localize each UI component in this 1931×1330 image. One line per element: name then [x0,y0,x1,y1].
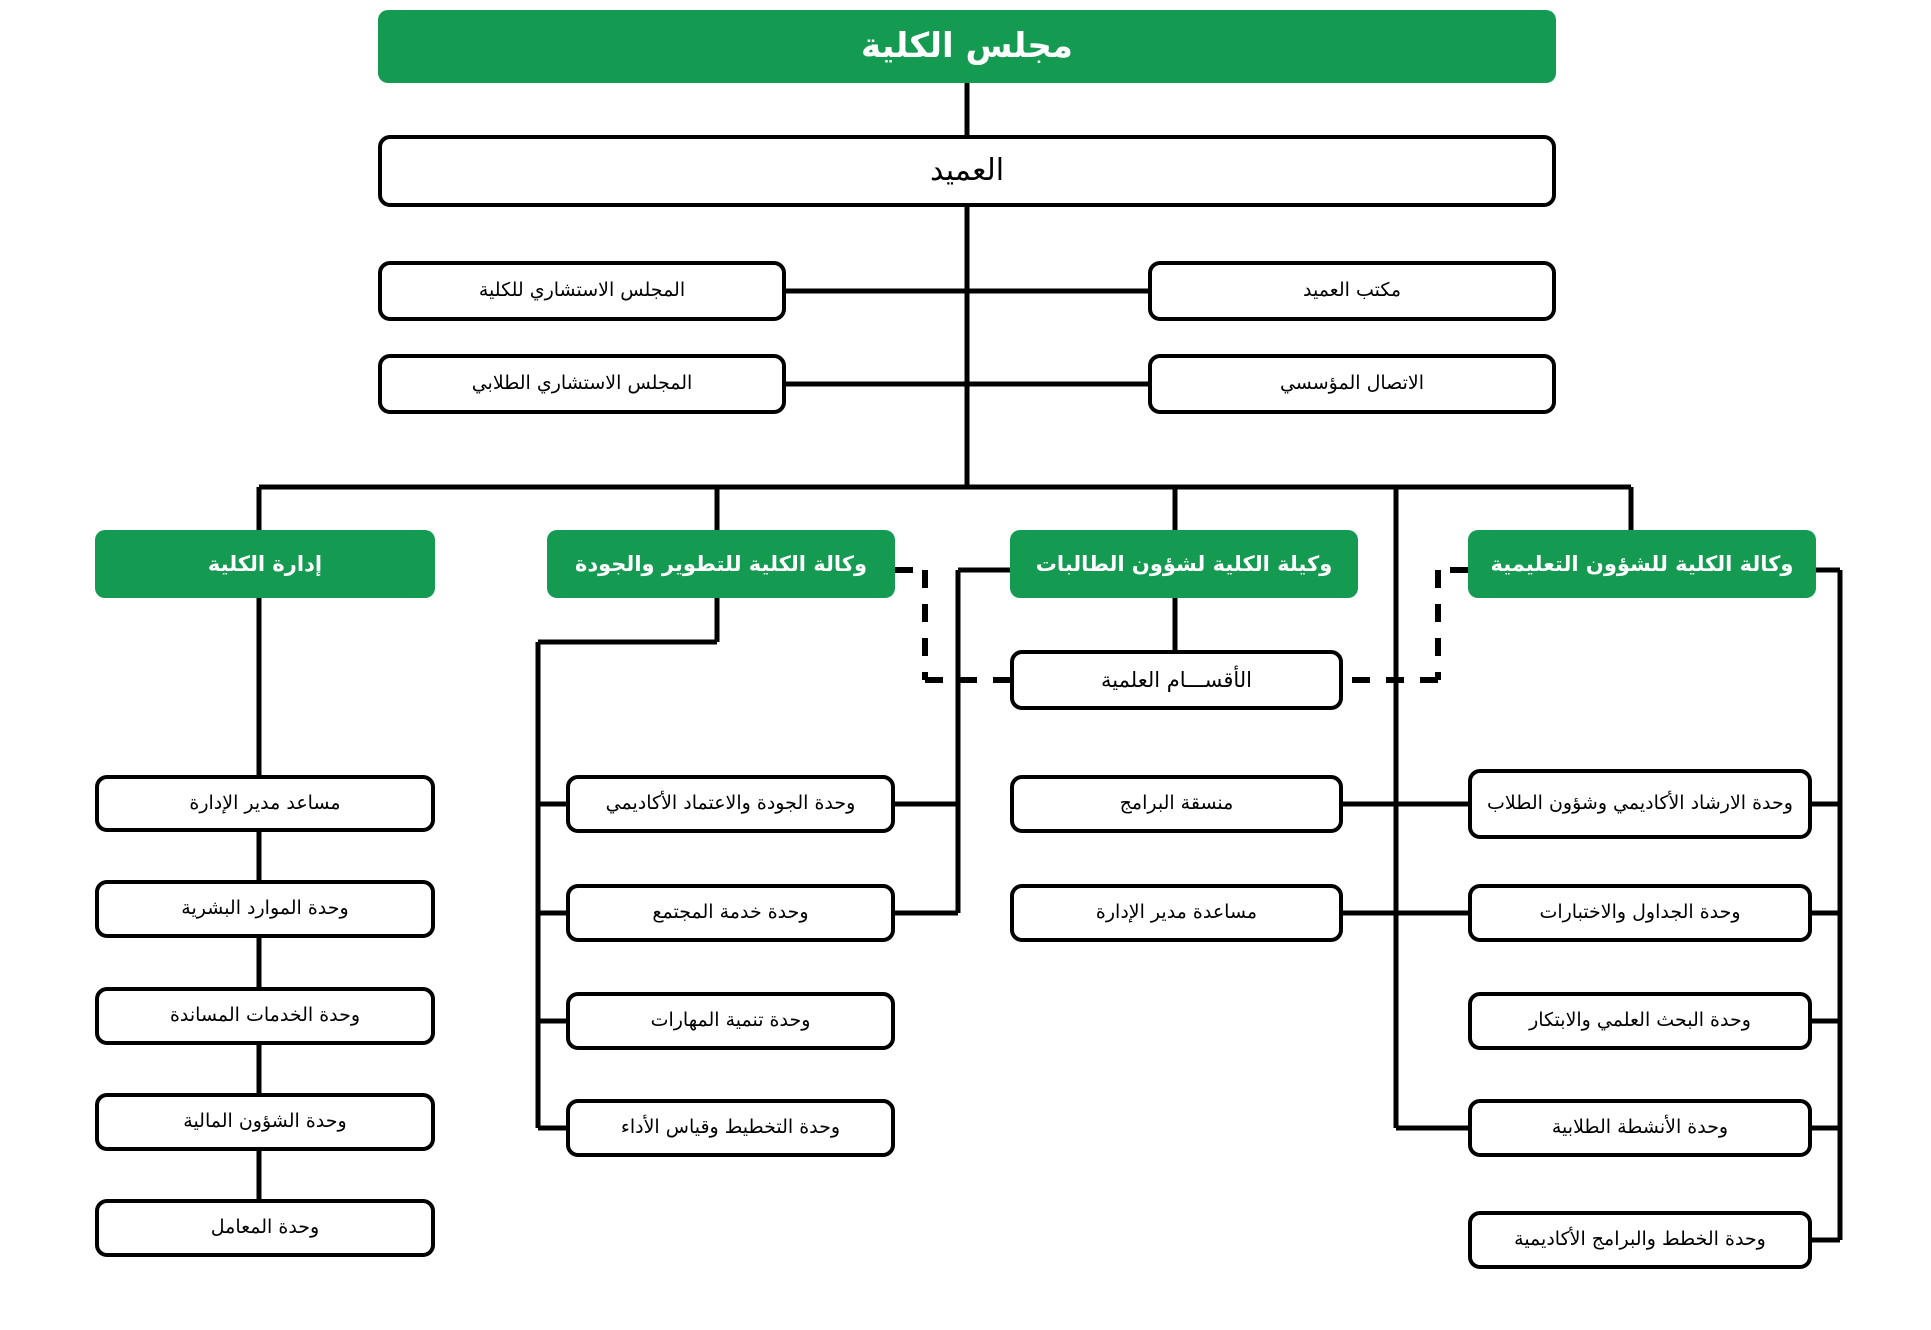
node-college-advisory-council[interactable]: المجلس الاستشاري للكلية [378,261,786,321]
node-label: وحدة المعامل [210,1216,320,1239]
node-dean-office[interactable]: مكتب العميد [1148,261,1556,321]
node-label: وحدة الخدمات المساندة [169,1004,361,1027]
node-label: مكتب العميد [1302,279,1402,302]
node-label: وحدة الشؤون المالية [183,1110,347,1133]
node-assistant-admin-director[interactable]: مساعد مدير الإدارة [95,775,435,832]
node-label: مساعد مدير الإدارة [189,791,341,814]
node-label: وحدة الجودة والاعتماد الأكاديمي [605,792,856,815]
node-quality-accreditation-unit[interactable]: وحدة الجودة والاعتماد الأكاديمي [566,775,895,833]
node-programs-coordinator[interactable]: منسقة البرامج [1010,775,1343,833]
node-skills-development-unit[interactable]: وحدة تنمية المهارات [566,992,895,1050]
node-academic-plans-programs-unit[interactable]: وحدة الخطط والبرامج الأكاديمية [1468,1211,1812,1269]
node-label: وحدة الخطط والبرامج الأكاديمية [1514,1228,1766,1251]
node-scientific-research-unit[interactable]: وحدة البحث العلمي والابتكار [1468,992,1812,1050]
node-label: وكيلة الكلية لشؤون الطالبات [1035,551,1333,576]
branch-header-female-student-affairs[interactable]: وكيلة الكلية لشؤون الطالبات [1010,530,1358,598]
node-label: وحدة خدمة المجتمع [652,901,809,924]
node-student-activities-unit[interactable]: وحدة الأنشطة الطلابية [1468,1099,1812,1157]
node-college-council[interactable]: مجلس الكلية [378,10,1556,83]
node-student-advisory-council[interactable]: المجلس الاستشاري الطلابي [378,354,786,414]
branch-header-development-quality[interactable]: وكالة الكلية للتطوير والجودة [547,530,895,598]
node-label: وحدة الارشاد الأكاديمي وشؤون الطلاب [1487,792,1793,815]
node-label: وكالة الكلية للتطوير والجودة [574,551,868,576]
node-human-resources-unit[interactable]: وحدة الموارد البشرية [95,880,435,938]
node-label: وحدة الجداول والاختبارات [1539,901,1741,924]
node-planning-performance-unit[interactable]: وحدة التخطيط وقياس الأداء [566,1099,895,1157]
node-label: مجلس الكلية [861,26,1073,67]
node-academic-departments[interactable]: الأقســـام العلمية [1010,650,1343,710]
node-label: وحدة تنمية المهارات [650,1009,811,1032]
node-label: منسقة البرامج [1119,792,1234,815]
node-financial-affairs-unit[interactable]: وحدة الشؤون المالية [95,1093,435,1151]
node-dean[interactable]: العميد [378,135,1556,207]
node-laboratories-unit[interactable]: وحدة المعامل [95,1199,435,1257]
node-label: العميد [929,153,1005,189]
node-assistant-admin-director-female[interactable]: مساعدة مدير الإدارة [1010,884,1343,942]
branch-header-educational-affairs[interactable]: وكالة الكلية للشؤون التعليمية [1468,530,1816,598]
node-label: وحدة التخطيط وقياس الأداء [620,1116,841,1139]
node-label: وحدة الموارد البشرية [181,897,349,920]
node-label: وكالة الكلية للشؤون التعليمية [1490,551,1794,576]
node-label: الاتصال المؤسسي [1279,372,1425,395]
node-academic-advising-unit[interactable]: وحدة الارشاد الأكاديمي وشؤون الطلاب [1468,769,1812,839]
node-schedules-exams-unit[interactable]: وحدة الجداول والاختبارات [1468,884,1812,942]
node-label: الأقســـام العلمية [1101,667,1252,692]
node-community-service-unit[interactable]: وحدة خدمة المجتمع [566,884,895,942]
node-label: وحدة الأنشطة الطلابية [1551,1116,1729,1139]
node-label: مساعدة مدير الإدارة [1095,901,1258,924]
branch-header-college-administration[interactable]: إدارة الكلية [95,530,435,598]
node-support-services-unit[interactable]: وحدة الخدمات المساندة [95,987,435,1045]
node-label: المجلس الاستشاري الطلابي [471,372,693,395]
node-label: إدارة الكلية [207,551,323,576]
node-institutional-communication[interactable]: الاتصال المؤسسي [1148,354,1556,414]
node-label: وحدة البحث العلمي والابتكار [1529,1009,1751,1032]
node-label: المجلس الاستشاري للكلية [478,279,686,302]
